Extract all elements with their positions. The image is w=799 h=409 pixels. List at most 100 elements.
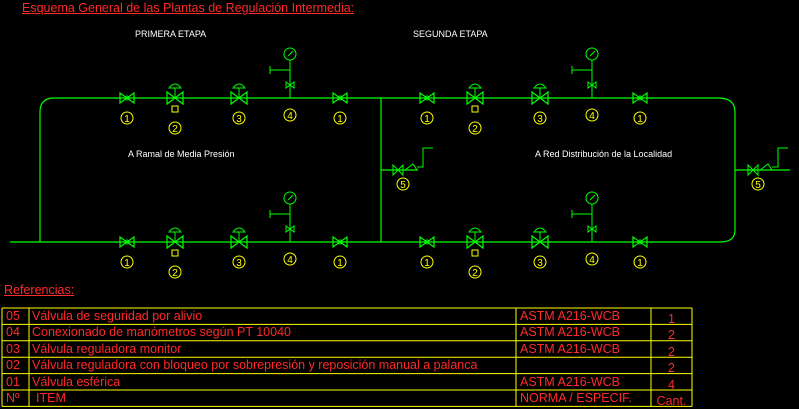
- item-balloon-number: 2: [472, 124, 478, 135]
- ref-item: Válvula esférica: [32, 374, 121, 389]
- item-balloon-number: 4: [589, 111, 595, 122]
- ref-item: Conexionado de manómetros según PT 10040: [32, 325, 291, 340]
- header-quantity: Cant.: [656, 394, 687, 408]
- item-balloon: [232, 255, 246, 269]
- ref-number: 02: [6, 358, 20, 373]
- ref-item: Válvula reguladora con bloqueo por sobre…: [32, 358, 478, 373]
- regulator-valve-icon: [466, 227, 484, 257]
- item-balloon-number: 3: [236, 258, 242, 269]
- right-side-label: A Red Distribución de la Localidad: [535, 149, 673, 159]
- item-balloon-number: 1: [124, 114, 130, 125]
- manometer-icon: [269, 47, 297, 98]
- ref-item: Válvula de seguridad por alivio: [32, 309, 203, 323]
- item-balloon: [333, 111, 347, 125]
- ball-valve-icon: [419, 235, 435, 249]
- item-balloon: [751, 177, 765, 191]
- item-balloon: [420, 255, 434, 269]
- item-balloon-number: 2: [172, 268, 178, 279]
- item-balloon-number: 1: [424, 258, 430, 269]
- item-balloon-number: 5: [755, 180, 761, 191]
- references-title: Referencias:: [4, 283, 75, 297]
- regulator-valve-icon: [166, 83, 184, 113]
- item-balloon-number: 3: [236, 114, 242, 125]
- item-balloon: [533, 111, 547, 125]
- pipe-segment: [39, 97, 381, 242]
- ref-standard: ASTM A216-WCB: [520, 374, 621, 389]
- regulator-valve-icon: [466, 83, 484, 113]
- ref-number: 05: [6, 309, 20, 323]
- header-item: ITEM: [36, 391, 66, 405]
- ref-quantity: 2: [668, 361, 675, 376]
- manometer-icon: [269, 191, 297, 242]
- item-balloon: [633, 111, 647, 125]
- ball-valve-icon: [119, 235, 135, 249]
- references-table: [1, 307, 693, 407]
- item-balloon-number: 5: [400, 180, 406, 191]
- header-standard: NORMA / ESPECIF.: [520, 391, 632, 405]
- ref-quantity: 4: [668, 377, 675, 392]
- ref-number: 04: [6, 325, 20, 340]
- item-balloon-number: 2: [472, 268, 478, 279]
- regulator-valve-icon: [230, 227, 248, 250]
- item-balloon-number: 1: [337, 258, 343, 269]
- ball-valve-icon: [632, 91, 648, 105]
- pipe-segment: [381, 97, 736, 243]
- regulator-valve-icon: [531, 227, 549, 250]
- item-balloon-number: 4: [287, 255, 293, 266]
- item-balloon: [283, 108, 297, 122]
- ref-standard: ASTM A216-WCB: [520, 341, 621, 356]
- item-balloon: [333, 255, 347, 269]
- relief-valve-icon: [392, 147, 433, 177]
- item-balloon: [120, 111, 134, 125]
- ref-quantity: 2: [668, 344, 675, 359]
- item-balloon-number: 1: [424, 114, 430, 125]
- ref-quantity: 2: [668, 328, 675, 343]
- manometer-icon: [571, 47, 599, 98]
- header-number: Nº: [6, 391, 20, 405]
- item-balloon-number: 4: [287, 111, 293, 122]
- ball-valve-icon: [419, 91, 435, 105]
- ball-valve-icon: [632, 235, 648, 249]
- item-balloon-number: 1: [637, 258, 643, 269]
- ref-standard: ASTM A216-WCB: [520, 325, 621, 340]
- item-balloon: [533, 255, 547, 269]
- item-balloon-number: 1: [637, 114, 643, 125]
- manometer-icon: [571, 191, 599, 242]
- drawing-title: Esquema General de las Plantas de Regula…: [22, 1, 355, 15]
- item-balloon-number: 3: [537, 114, 543, 125]
- item-balloon: [120, 255, 134, 269]
- ball-valve-icon: [332, 91, 348, 105]
- item-balloon: [468, 265, 482, 279]
- item-balloon: [283, 252, 297, 266]
- regulator-valve-icon: [531, 83, 549, 106]
- ref-item: Válvula reguladora monitor: [32, 341, 182, 356]
- item-balloon: [468, 121, 482, 135]
- item-balloon-number: 2: [172, 124, 178, 135]
- second-stage-label: SEGUNDA ETAPA: [413, 29, 488, 39]
- item-balloon: [232, 111, 246, 125]
- ref-number: 03: [6, 341, 20, 356]
- ref-standard: ASTM A216-WCB: [520, 309, 621, 323]
- item-balloon: [585, 252, 599, 266]
- ref-quantity: 1: [668, 312, 675, 326]
- item-balloon: [633, 255, 647, 269]
- regulator-valve-icon: [230, 83, 248, 106]
- item-balloon: [168, 265, 182, 279]
- ball-valve-icon: [332, 235, 348, 249]
- item-balloon: [168, 121, 182, 135]
- first-stage-label: PRIMERA ETAPA: [135, 29, 207, 39]
- relief-valve-icon: [747, 147, 788, 177]
- item-balloon-number: 4: [589, 255, 595, 266]
- item-balloon: [420, 111, 434, 125]
- regulator-valve-icon: [166, 227, 184, 257]
- item-balloon: [396, 177, 410, 191]
- item-balloon-number: 1: [337, 114, 343, 125]
- pipe-devices: 1 2 3 4 1 1 2 3 4 1 1 2 3 4 1 1 2 3 4 1 5 5: [119, 47, 788, 279]
- ref-number: 01: [6, 374, 20, 389]
- item-balloon: [585, 108, 599, 122]
- item-balloon-number: 3: [537, 258, 543, 269]
- left-side-label: A Ramal de Media Presión: [128, 149, 235, 159]
- ball-valve-icon: [119, 91, 135, 105]
- item-balloon-number: 1: [124, 258, 130, 269]
